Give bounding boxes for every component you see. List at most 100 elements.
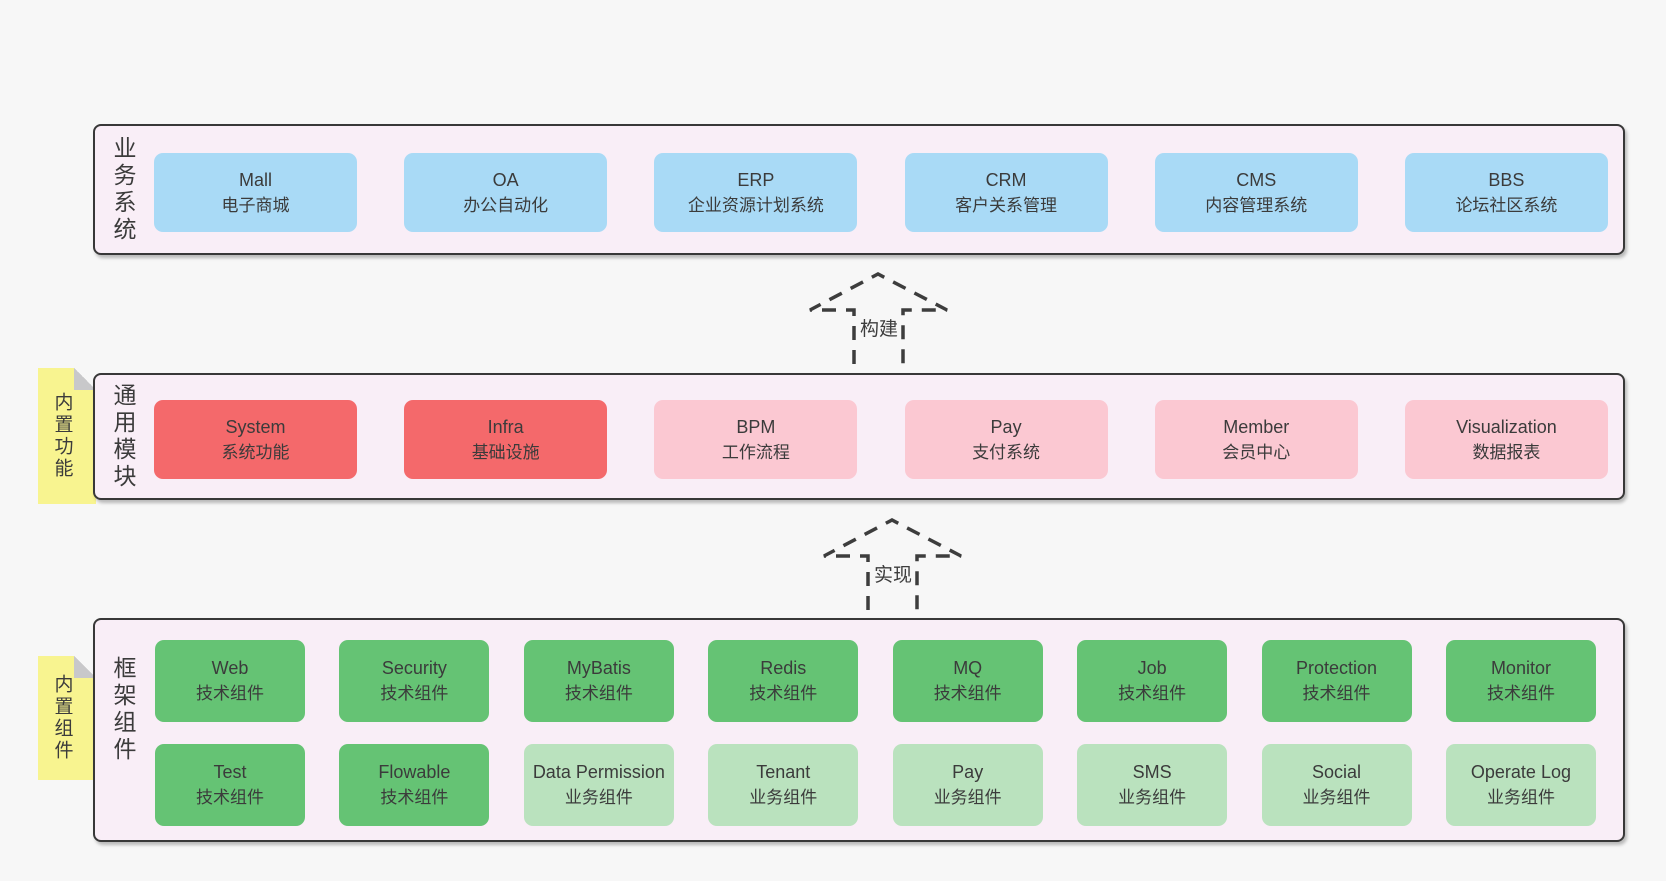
box-title: Tenant — [756, 762, 811, 782]
box-infra: Infra 基础设施 — [404, 400, 608, 479]
layer-common-modules: 通用模块 System 系统功能 Infra 基础设施 BPM 工作流程 Pay… — [93, 373, 1625, 500]
box-subtitle: 办公自动化 — [463, 195, 549, 215]
box-subtitle: 技术组件 — [564, 684, 633, 703]
arrow-implement: 实现 — [822, 516, 964, 612]
box-title: Security — [381, 658, 447, 678]
business-systems-row: Mall 电子商城 OA 办公自动化 ERP 企业资源计划系统 CRM 客户关系… — [154, 153, 1608, 232]
box-security: Security 技术组件 — [339, 640, 490, 722]
box-operate-log: Operate Log 业务组件 — [1445, 744, 1596, 826]
box-title: MQ — [953, 658, 983, 678]
box-title: Operate Log — [1470, 762, 1571, 782]
box-oa: OA 办公自动化 — [404, 153, 608, 232]
box-crm: CRM 客户关系管理 — [904, 153, 1108, 232]
box-subtitle: 论坛社区系统 — [1455, 195, 1558, 215]
sticky-note-builtin-components: 内置组件 — [38, 656, 96, 780]
box-subtitle: 业务组件 — [749, 788, 818, 807]
box-subtitle: 客户关系管理 — [955, 195, 1058, 215]
box-title: ERP — [737, 169, 775, 190]
box-title: Data Permission — [532, 762, 665, 782]
box-subtitle: 数据报表 — [1472, 442, 1541, 462]
layer-framework-components: 框架组件 Web 技术组件 Security 技术组件 MyBatis 技术组件… — [93, 618, 1625, 842]
layer-side-label: 通用模块 — [110, 382, 136, 491]
box-title: OA — [492, 169, 519, 190]
layer-side-label: 框架组件 — [110, 656, 136, 764]
up-arrow-icon — [809, 272, 948, 364]
box-title: Visualization — [1456, 416, 1557, 437]
box-title: MyBatis — [566, 658, 631, 678]
box-member: Member 会员中心 — [1154, 400, 1358, 479]
box-subtitle: 技术组件 — [1302, 684, 1371, 703]
box-flowable: Flowable 技术组件 — [339, 744, 490, 826]
biz-components-row: Test 技术组件 Flowable 技术组件 Data Permission … — [155, 744, 1596, 826]
box-subtitle: 技术组件 — [196, 788, 264, 807]
note-fold-icon — [74, 656, 96, 678]
box-mq: MQ 技术组件 — [892, 640, 1043, 722]
box-title: System — [225, 416, 286, 437]
box-social: Social 业务组件 — [1261, 744, 1412, 826]
box-subtitle: 技术组件 — [1118, 684, 1187, 703]
box-title: BBS — [1488, 169, 1525, 190]
layer-side-label: 业务系统 — [110, 135, 136, 244]
box-bbs: BBS 论坛社区系统 — [1404, 153, 1608, 232]
box-title: Protection — [1296, 658, 1378, 678]
note-fold-icon — [74, 368, 96, 390]
common-modules-row: System 系统功能 Infra 基础设施 BPM 工作流程 Pay 支付系统… — [154, 400, 1608, 479]
box-monitor: Monitor 技术组件 — [1445, 640, 1596, 722]
arrow-build-label: 构建 — [859, 319, 898, 340]
box-subtitle: 技术组件 — [749, 684, 818, 703]
box-subtitle: 业务组件 — [1302, 788, 1371, 807]
box-subtitle: 内容管理系统 — [1205, 195, 1308, 215]
box-title: SMS — [1132, 762, 1172, 782]
box-subtitle: 基础设施 — [471, 442, 540, 462]
box-subtitle: 技术组件 — [933, 684, 1002, 703]
box-pay-module: Pay 支付系统 — [904, 400, 1108, 479]
box-job: Job 技术组件 — [1077, 640, 1228, 722]
box-web: Web 技术组件 — [155, 640, 305, 722]
box-title: Social — [1312, 762, 1362, 782]
box-title: Redis — [760, 658, 807, 678]
box-subtitle: 电子商城 — [221, 195, 290, 215]
box-tenant: Tenant 业务组件 — [708, 744, 859, 826]
box-mall: Mall 电子商城 — [154, 153, 357, 232]
sticky-note-builtin-features: 内置功能 — [38, 368, 96, 504]
box-subtitle: 工作流程 — [721, 442, 790, 462]
arrow-implement-label: 实现 — [873, 565, 912, 586]
tech-components-row: Web 技术组件 Security 技术组件 MyBatis 技术组件 Redi… — [155, 640, 1596, 722]
box-title: Pay — [990, 416, 1022, 437]
box-subtitle: 系统功能 — [221, 442, 290, 462]
box-cms: CMS 内容管理系统 — [1154, 153, 1358, 232]
box-title: Infra — [487, 416, 524, 437]
box-title: CRM — [985, 169, 1027, 190]
layer-business-systems: 业务系统 Mall 电子商城 OA 办公自动化 ERP 企业资源计划系统 CRM… — [93, 124, 1625, 255]
box-erp: ERP 企业资源计划系统 — [654, 153, 858, 232]
box-title: Web — [211, 658, 249, 678]
box-pay-component: Pay 业务组件 — [892, 744, 1043, 826]
box-subtitle: 技术组件 — [380, 788, 449, 807]
box-subtitle: 企业资源计划系统 — [687, 195, 824, 215]
box-subtitle: 支付系统 — [972, 442, 1041, 462]
up-arrow-icon — [823, 518, 962, 610]
box-subtitle: 技术组件 — [196, 684, 264, 703]
box-title: Job — [1137, 658, 1167, 678]
box-title: Monitor — [1490, 658, 1551, 678]
box-mybatis: MyBatis 技术组件 — [523, 640, 674, 722]
box-subtitle: 业务组件 — [564, 788, 633, 807]
sticky-note-label: 内置功能 — [51, 392, 73, 480]
arrow-build: 构建 — [808, 270, 950, 366]
box-visualization: Visualization 数据报表 — [1404, 400, 1608, 479]
box-system: System 系统功能 — [154, 400, 357, 479]
sticky-note-label: 内置组件 — [51, 674, 73, 762]
box-bpm: BPM 工作流程 — [654, 400, 858, 479]
box-title: Mall — [238, 169, 272, 190]
box-subtitle: 业务组件 — [933, 788, 1002, 807]
box-title: Flowable — [378, 762, 451, 782]
box-subtitle: 业务组件 — [1118, 788, 1187, 807]
box-subtitle: 技术组件 — [380, 684, 449, 703]
box-redis: Redis 技术组件 — [708, 640, 859, 722]
box-protection: Protection 技术组件 — [1261, 640, 1412, 722]
box-subtitle: 业务组件 — [1486, 788, 1555, 807]
box-title: Test — [213, 762, 247, 782]
box-title: CMS — [1236, 169, 1277, 190]
box-title: BPM — [736, 416, 776, 437]
box-title: Pay — [952, 762, 984, 782]
